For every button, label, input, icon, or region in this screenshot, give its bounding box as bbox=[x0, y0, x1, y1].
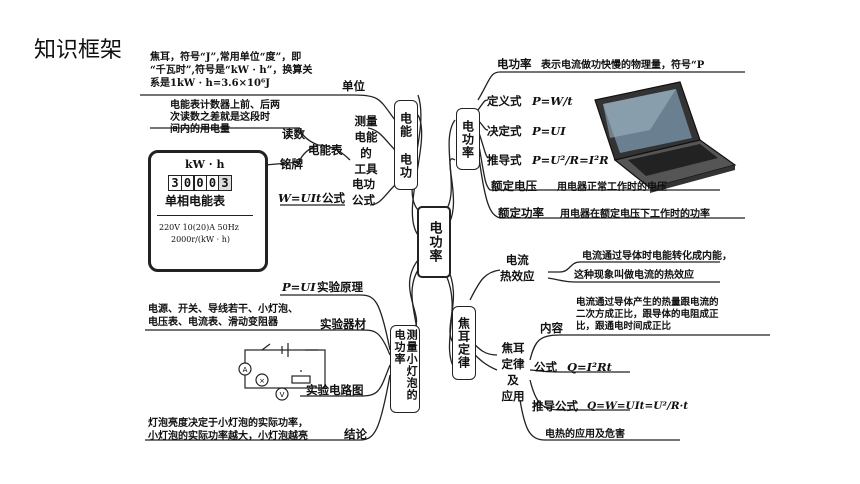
unit-desc-line-3: 系是1kW · h=3.6×10⁶J bbox=[150, 78, 271, 89]
principle-formula: P=UI bbox=[282, 280, 316, 294]
joule-derived-value: Q=W=UIt=U²/R·t bbox=[587, 400, 689, 412]
meter-spec-1: 220V 10(20)A 50Hz bbox=[159, 223, 239, 232]
content-desc-line-3: 比，跟通电时间成正比 bbox=[576, 321, 672, 332]
reading-desc-line-1: 电能表计数器上前、后两 bbox=[170, 100, 280, 111]
power-label: 电功率 bbox=[497, 57, 532, 71]
conclusion-label: 结论 bbox=[344, 427, 367, 441]
content-label: 内容 bbox=[540, 321, 563, 335]
branch-electric-work-label: 电能 电功 bbox=[398, 111, 413, 179]
reading-label: 读数 bbox=[282, 127, 305, 141]
electric-meter-image: kW · h 3 0 0 0 3 单相电能表 220V 10(20)A 50Hz… bbox=[148, 150, 268, 272]
decision-formula: P=UI bbox=[532, 124, 566, 138]
work-formula-label: 电功 公式 bbox=[352, 177, 375, 207]
conclusion-desc-line-1: 灯泡亮度决定于小灯泡的实际功率， bbox=[148, 418, 308, 429]
svg-text:V: V bbox=[280, 391, 285, 399]
laptop-image bbox=[594, 81, 737, 193]
branch-measure-bulb: 测量小灯泡的电功率 bbox=[390, 325, 420, 413]
heat-effect-label: 电流 热效应 bbox=[500, 253, 535, 283]
circuit-diagram bbox=[238, 343, 326, 401]
joule-formula-value: Q=I²Rt bbox=[567, 360, 612, 374]
decision-label: 决定式 bbox=[487, 124, 522, 138]
unit-label: 单位 bbox=[342, 79, 365, 93]
power-desc: 表示电流做功快慢的物理量，符号“P bbox=[541, 60, 705, 71]
application-label: 电热的应用及危害 bbox=[545, 429, 625, 440]
unit-desc-line-2: “千瓦时”,符号是“kW · h”，换算关 bbox=[150, 65, 313, 76]
svg-text:×: × bbox=[259, 377, 265, 385]
circuit-label: 实验电路图 bbox=[306, 383, 364, 397]
meter-digits: 3 0 0 0 3 bbox=[168, 175, 232, 191]
formula-sub-label: 公式 bbox=[322, 191, 345, 205]
branch-measure-bulb-label: 测量小灯泡的电功率 bbox=[393, 329, 419, 401]
meter-name: 单相电能表 bbox=[165, 194, 226, 208]
equipment-desc-line-2: 电压表、电流表、滑动变阻器 bbox=[148, 317, 278, 328]
work-formula-value: W=UIt bbox=[278, 191, 322, 205]
content-desc-line-2: 二次方成正比，跟导体的电阻成正 bbox=[576, 309, 719, 320]
measure-tool-label: 测量 电能 的 工具 bbox=[354, 114, 378, 176]
branch-joule-law-label: 焦耳定律 bbox=[456, 317, 471, 369]
page-title: 知识框架 bbox=[34, 38, 123, 63]
equipment-label: 实验器材 bbox=[320, 317, 366, 331]
reading-desc-line-2: 次读数之差就是这段时 bbox=[170, 112, 270, 123]
reading-desc-line-3: 间内的用电量 bbox=[170, 124, 230, 135]
conclusion-desc-line-2: 小灯泡的实际功率越大，小灯泡越亮 bbox=[148, 431, 308, 442]
meter-label: 电能表 bbox=[308, 143, 343, 157]
meter-divider bbox=[157, 215, 253, 216]
rated-power-desc: 用电器在额定电压下工作时的功率 bbox=[560, 209, 710, 220]
derived-formula: P=U²/R=I²R bbox=[532, 153, 609, 167]
branch-electric-power: 电功率 bbox=[456, 108, 480, 170]
rated-power-label: 额定功率 bbox=[498, 206, 544, 220]
joule-derived-label: 推导公式 bbox=[532, 399, 578, 413]
joule-formula-label: 公式 bbox=[534, 360, 557, 374]
center-node: 电功率 bbox=[417, 206, 451, 278]
derived-label: 推导式 bbox=[487, 153, 522, 167]
branch-electric-work: 电能 电功 bbox=[394, 100, 418, 190]
heat-effect-desc-line-1: 电流通过导体时电能转化成内能， bbox=[582, 251, 732, 262]
rated-voltage-label: 额定电压 bbox=[491, 179, 537, 193]
unit-desc-line-1: 焦耳，符号“J”,常用单位“度”，即 bbox=[150, 52, 302, 63]
branch-electric-power-label: 电功率 bbox=[460, 119, 475, 159]
joule-law-label: 焦耳 定律 及 应用 bbox=[501, 341, 525, 403]
nameplate-label: 铭牌 bbox=[280, 157, 303, 171]
rated-voltage-desc: 用电器正常工作时的电压 bbox=[557, 182, 667, 193]
definition-label: 定义式 bbox=[487, 94, 522, 108]
principle-label: 实验原理 bbox=[317, 280, 363, 294]
svg-text:A: A bbox=[243, 366, 248, 374]
equipment-desc-line-1: 电源、开关、导线若干、小灯泡、 bbox=[148, 304, 298, 315]
heat-effect-desc-line-2: 这种现象叫做电流的热效应 bbox=[574, 270, 694, 281]
meter-unit: kW · h bbox=[185, 158, 225, 171]
branch-joule-law: 焦耳定律 bbox=[452, 306, 476, 380]
meter-spec-2: 2000r/(kW · h) bbox=[171, 235, 230, 244]
definition-formula: P=W/t bbox=[532, 94, 573, 108]
center-label: 电功率 bbox=[426, 221, 442, 263]
content-desc-line-1: 电流通过导体产生的热量跟电流的 bbox=[576, 297, 719, 308]
